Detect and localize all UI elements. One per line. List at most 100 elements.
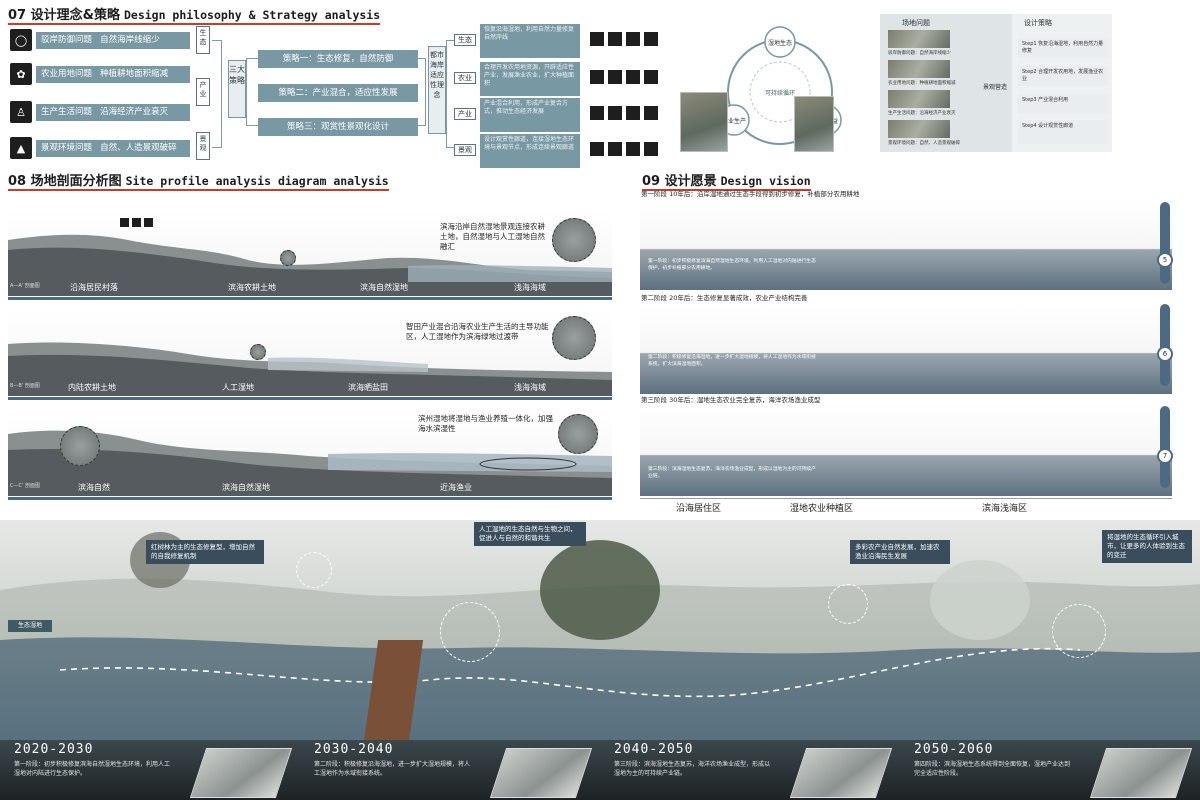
strategy-step-4: Step4 设计观赏性廊道 bbox=[1018, 120, 1108, 144]
tractor-icon bbox=[608, 70, 622, 84]
zone-strip bbox=[640, 498, 1172, 514]
person-icon: ♙ bbox=[10, 101, 32, 123]
design-strategy-panel: 设计策略 Step1 恢复沿海湿地，利用自然力量修复 Step2 合理开发农用地… bbox=[1012, 14, 1112, 152]
house-icon bbox=[132, 218, 141, 227]
era-3-desc: 第三阶段：滨海湿地生态复苏，海洋农场渔业成型，形成以湿地为主的可持续产业链。 bbox=[614, 761, 771, 777]
cycle-photo-right bbox=[794, 96, 834, 152]
profile-c-zone-1: 滨海自然 bbox=[78, 483, 110, 492]
tree-icon bbox=[608, 142, 622, 156]
profile-c-bar bbox=[8, 497, 612, 500]
stage-1-scene: 第一阶段：初步积极修复滨海自然湿地生态环境，利用人工湿地对内陆进行生态保护，初步… bbox=[640, 198, 1172, 290]
profile-c-zoom-left bbox=[60, 426, 100, 466]
profile-a-zone-3: 滨海自然湿地 bbox=[360, 283, 408, 292]
cycle-top: 湿地生态 bbox=[767, 40, 792, 47]
profile-b-zoom bbox=[552, 316, 596, 360]
goal-icons-2 bbox=[590, 70, 658, 84]
goal-tag-4: 景观 bbox=[454, 144, 476, 156]
problem-text-4: 景观环境问题 自然、人造景观破碎 bbox=[36, 139, 190, 157]
section-09-en: Design vision bbox=[720, 174, 811, 188]
target-tag: 都市海岸适应性理念 bbox=[428, 46, 446, 134]
goal-2: 合理开发农用地资源，开辟适应性产业，发展渔业农业，扩大种植面积 bbox=[480, 62, 580, 96]
section-07-number: 07 设计理念&策略 bbox=[8, 8, 120, 23]
stage-1-slider[interactable] bbox=[1160, 202, 1170, 284]
goal-4: 设计观赏性廊道，连接湿地生态环境与景观节点，形成连续景观廊道 bbox=[480, 134, 580, 168]
profile-c-terrain bbox=[8, 430, 612, 496]
field-icon bbox=[590, 70, 604, 84]
section-08-en: Site profile analysis diagram analysis bbox=[125, 174, 389, 188]
pano-label: 生态湿地 bbox=[8, 620, 52, 632]
profile-b-terrain bbox=[8, 342, 612, 396]
goal-tag-1: 生态 bbox=[454, 34, 476, 46]
strategy-2: 策略二：产业混合，适应性发展 bbox=[258, 84, 418, 102]
connector-left bbox=[212, 40, 222, 148]
stage-3-slider[interactable] bbox=[1160, 406, 1170, 488]
stage-1-knob[interactable]: 5 bbox=[1157, 252, 1173, 268]
bird-icon bbox=[626, 32, 640, 46]
era-4-desc: 第四阶段：滨海湿地生态系统得到全面恢复，湿地产业达到完全适应性阶段。 bbox=[914, 761, 1071, 777]
profile-b-marker bbox=[250, 344, 266, 360]
stage-3-knob[interactable]: 7 bbox=[1157, 448, 1173, 464]
bridge-icon bbox=[626, 142, 640, 156]
era-3-map bbox=[789, 748, 893, 798]
issue-photo-4 bbox=[888, 120, 950, 138]
profile-c: 滨海自然 滨海自然湿地 近海渔业 C—C' 剖面图 bbox=[8, 410, 612, 496]
profile-c-zone-3: 近海渔业 bbox=[440, 483, 472, 492]
profile-a-bar bbox=[8, 297, 612, 300]
zone-label-1: 沿海居住区 bbox=[676, 504, 722, 514]
goal-icons-3 bbox=[590, 106, 658, 120]
factory-icon bbox=[590, 106, 604, 120]
stage-3-scene: 第三阶段：滨海湿地生态复苏，海洋农场渔业成型，形成以湿地为主的可持续产业链。 bbox=[640, 404, 1172, 496]
crop-icon bbox=[626, 70, 640, 84]
tag-landscape: 景观 bbox=[196, 132, 210, 160]
problem-row-1: ◯ 驳岸防御问题 自然海岸线缩少 bbox=[10, 26, 190, 54]
goal-tag-2: 农业 bbox=[454, 72, 476, 84]
connector-goals bbox=[446, 40, 454, 148]
profile-b-note: 智田产业混合沿海农业生产生活的主导功能区，人工湿地作为滨海绿地过渡带 bbox=[406, 322, 549, 341]
strategy-step-2: Step2 合理开发农用地，发展渔业农业 bbox=[1018, 66, 1108, 86]
strategy-step-3: Step3 产业混合利用 bbox=[1018, 94, 1108, 114]
era-3: 2040-2050 第三阶段：滨海湿地生态复苏，海洋农场渔业成型，形成以湿地为主… bbox=[600, 740, 900, 800]
connector-center bbox=[246, 58, 258, 126]
profile-a-zone-1: 沿海居民村落 bbox=[70, 283, 118, 292]
wetland-icon bbox=[644, 32, 658, 46]
profile-b-bar bbox=[8, 397, 612, 400]
profile-b-zone-4: 浅海海域 bbox=[514, 383, 546, 392]
issue-caption-1: 驳岸防御问题：自然海岸线缩少 bbox=[888, 51, 951, 56]
profile-a-zoom bbox=[552, 218, 596, 262]
tree-icon bbox=[120, 218, 129, 227]
pano-callout-2: 人工湿地的生态自然与生物之间，促进人与自然的和谐共生 bbox=[474, 522, 586, 546]
landscape-tag: 景观营造 bbox=[982, 84, 1007, 91]
problem-row-4: ▲ 景观环境问题 自然、人造景观破碎 bbox=[10, 134, 190, 162]
pano-zoom-3 bbox=[296, 552, 332, 588]
goal-tag-3: 产业 bbox=[454, 108, 476, 120]
profile-a-terrain bbox=[8, 234, 612, 296]
profile-b: 内陆农耕土地 人工湿地 滨海晒盐田 浅海海域 B—B' 剖面图 bbox=[8, 310, 612, 396]
stage-2-knob[interactable]: 6 bbox=[1157, 346, 1173, 362]
stage-3-desc: 第三阶段：滨海湿地生态复苏，海洋农场渔业成型，形成以湿地为主的可持续产业链。 bbox=[648, 467, 816, 479]
zone-label-3: 滨海浅海区 bbox=[982, 504, 1028, 514]
profile-c-note: 滨州湿地将湿地与渔业养殖一体化，加强海水滨湿性 bbox=[418, 414, 553, 433]
problem-row-2: ✿ 农业用地问题 种植耕地面积缩减 bbox=[10, 60, 190, 88]
tag-industry: 产业 bbox=[196, 78, 210, 106]
pano-callout-3: 多彩农产业自然发展，加速农渔业沿海民生发展 bbox=[850, 540, 950, 564]
strategy-3: 策略三：观赏性景观化设计 bbox=[258, 118, 418, 136]
profile-c-zone-2: 滨海自然湿地 bbox=[222, 483, 270, 492]
stage-2-slider[interactable] bbox=[1160, 304, 1170, 386]
goal-icons-4 bbox=[590, 142, 658, 156]
stage-2-desc: 第二阶段：积极修复沿海湿地，进一步扩大湿地规模，将人工湿地作为水域衔接系统，扩大… bbox=[648, 355, 816, 367]
section-08-number: 08 场地剖面分析图 bbox=[8, 174, 122, 189]
era-4: 2050-2060 第四阶段：滨海湿地生态系统得到全面恢复，湿地产业达到完全适应… bbox=[900, 740, 1200, 800]
era-1-title: 2020-2030 bbox=[14, 742, 94, 757]
profile-a: 沿海居民村落 滨海农耕土地 滨海自然湿地 浅海海域 A—A' 剖面图 bbox=[8, 210, 612, 296]
issue-caption-4: 景观环境问题：自然、人造景观破碎 bbox=[888, 141, 960, 146]
site-issues-title: 场地问题 bbox=[902, 19, 930, 27]
profile-b-zone-1: 内陆农耕土地 bbox=[68, 383, 116, 392]
era-4-map bbox=[1089, 748, 1193, 798]
era-2-title: 2030-2040 bbox=[314, 742, 394, 757]
cycle-photo-left bbox=[680, 92, 728, 152]
problem-text-3: 生产生活问题 沿海经济产业衰灭 bbox=[36, 103, 190, 121]
profile-a-code: A—A' 剖面图 bbox=[10, 283, 40, 289]
